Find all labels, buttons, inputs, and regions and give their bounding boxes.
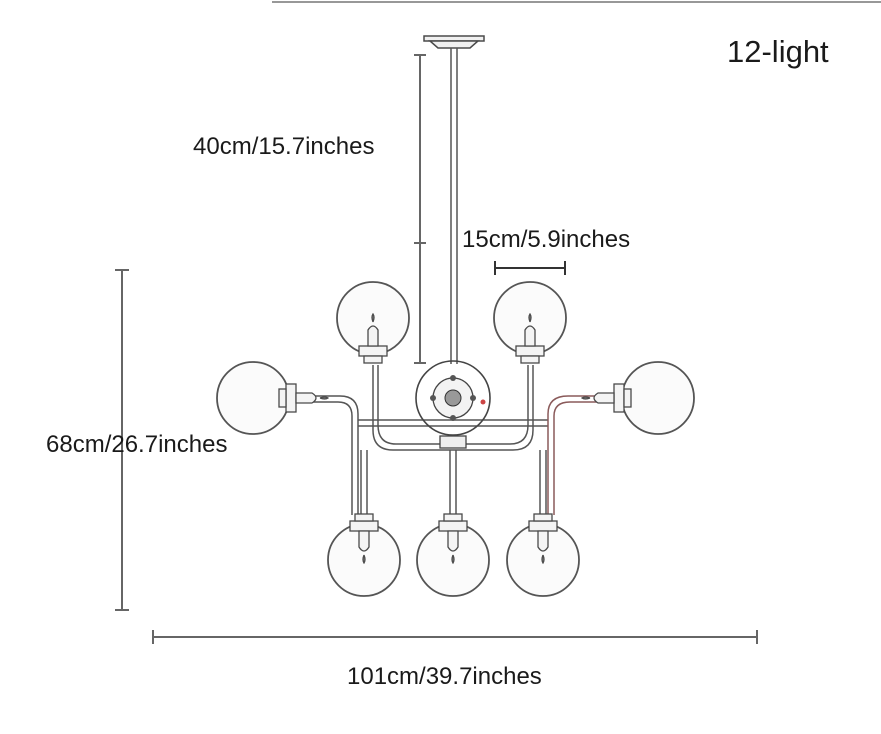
central-hub bbox=[415, 360, 491, 449]
globe-lower-center bbox=[416, 513, 490, 597]
width-label: 101cm/39.7inches bbox=[347, 663, 542, 690]
globe-left bbox=[216, 361, 329, 435]
width-dimension-line bbox=[152, 630, 758, 644]
globe-diameter-label: 15cm/5.9inches bbox=[462, 226, 631, 253]
globe-right bbox=[581, 361, 695, 435]
globe-dimension-line bbox=[494, 261, 566, 275]
globe-lower-left bbox=[327, 513, 401, 597]
title-label: 12-light bbox=[727, 34, 829, 69]
height-label: 68cm/26.7inches bbox=[46, 431, 228, 458]
drop-rod-dimension-line bbox=[414, 54, 426, 364]
drop-rod-label: 40cm/15.7inches bbox=[193, 133, 375, 160]
globe-upper-left bbox=[336, 281, 410, 364]
globe-lower-right bbox=[506, 513, 580, 597]
down-rod bbox=[450, 48, 458, 364]
globe-upper-right bbox=[493, 281, 567, 364]
height-dimension-line bbox=[115, 269, 129, 611]
ceiling-canopy bbox=[423, 35, 485, 49]
